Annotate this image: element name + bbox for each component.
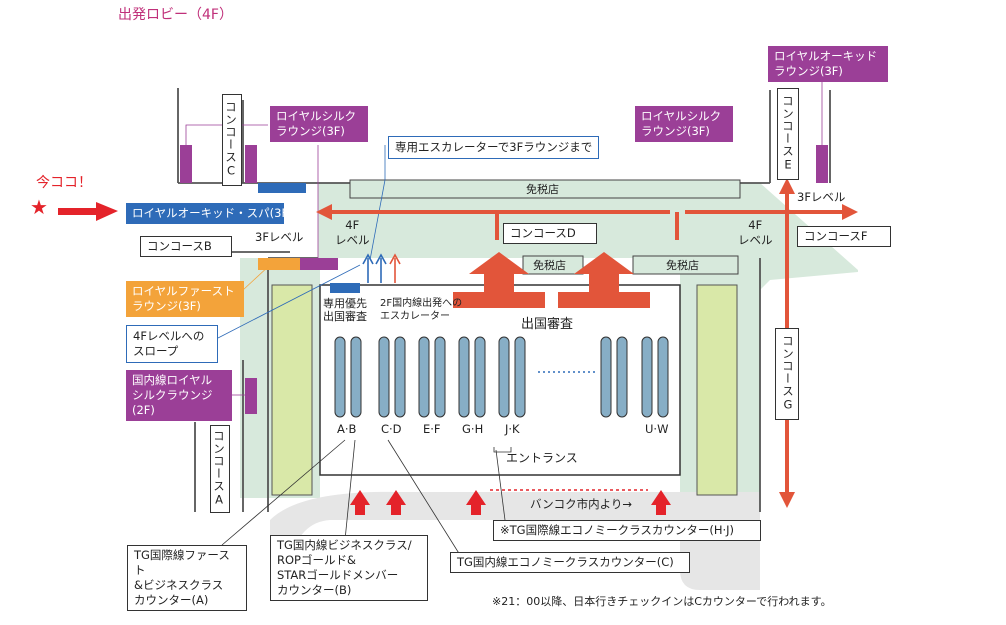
you-are-here-label: 今ココ！: [36, 175, 92, 191]
counter-economy-c: TG国内線エコノミークラスカウンター(C): [450, 552, 690, 573]
duty-free-main-label: 免税店: [526, 183, 559, 196]
counter-pill: [378, 336, 390, 418]
counter-pill: [394, 336, 406, 418]
counter-pill: [350, 336, 362, 418]
priority-marker: [330, 283, 360, 293]
level-4f-right: 4F レベル: [738, 218, 773, 247]
priority-immigration-label: 専用優先 出国審査: [323, 297, 367, 323]
island-right: [696, 284, 738, 496]
lounge-royal-first: ロイヤルファースト ラウンジ(3F): [126, 281, 244, 317]
star-icon: ★: [30, 195, 48, 219]
lounge-royal-silk-right: ロイヤルシルク ラウンジ(3F): [635, 106, 733, 142]
concourse-c-label: コンコースC: [222, 94, 242, 186]
counter-row-label: U·W: [645, 422, 669, 436]
concourse-g-label: コンコースG: [775, 328, 799, 420]
concourse-a-label: コンコースA: [210, 425, 230, 513]
escalator-note: 専用エスカレーターで3Fラウンジまで: [388, 136, 600, 159]
counter-pill: [434, 336, 446, 418]
counter-pill: [458, 336, 470, 418]
lounge-royal-orchid: ロイヤルオーキッド ラウンジ(3F): [768, 46, 888, 82]
lounge-marker-c2: [245, 145, 257, 183]
level-3f-right: 3Fレベル: [797, 190, 846, 204]
lounge-marker-e: [816, 145, 828, 183]
island-left: [271, 284, 313, 496]
counter-pill: [657, 336, 669, 418]
entrance-label: エントランス: [506, 451, 578, 465]
duty-free-box-b: [632, 255, 739, 275]
immigration-arrows: [453, 252, 650, 308]
duty-free-box-a: [522, 255, 584, 275]
concourse-e-label: コンコースE: [777, 88, 799, 180]
lounge-royal-silk-left: ロイヤルシルク ラウンジ(3F): [270, 106, 368, 142]
spa-marker: [258, 183, 306, 193]
footnote: ※21：00以降、日本行きチェックインはCカウンターで行われます。: [492, 595, 832, 608]
counter-pill: [474, 336, 486, 418]
from-bangkok-label: バンコク市内より→: [530, 497, 632, 511]
level-3f-left: 3Fレベル: [255, 230, 304, 244]
page-title: 出発ロビー（4F）: [118, 7, 233, 23]
you-are-here-arrow: [58, 202, 118, 221]
duty-free-b-label: 免税店: [666, 259, 699, 272]
first-marker: [258, 258, 300, 270]
lounge-marker-dom: [245, 378, 257, 414]
counter-pill: [616, 336, 628, 418]
lounge-royal-orchid-spa: ロイヤルオーキッド・スパ(3F): [126, 203, 293, 224]
concourse-d-label: コンコースD: [503, 223, 597, 244]
escalator-arrows: [362, 253, 401, 283]
counter-rows: [334, 336, 669, 418]
counter-pill: [641, 336, 653, 418]
counter-row-label: E·F: [423, 422, 441, 436]
counter-pill: [418, 336, 430, 418]
counter-row-label: A·B: [337, 422, 357, 436]
lounge-marker-c: [180, 145, 192, 183]
slope-note: 4Fレベルへの スロープ: [126, 325, 218, 363]
immigration-label: 出国審査: [521, 317, 574, 332]
counter-pill: [600, 336, 612, 418]
duty-free-strip: [349, 179, 741, 199]
level-4f-left: 4F レベル: [335, 218, 370, 247]
duty-free-a-label: 免税店: [533, 259, 566, 272]
entrance-arrows: [350, 490, 671, 515]
counter-row-label: G·H: [462, 422, 484, 436]
silk-marker: [300, 258, 338, 270]
domestic-escalator-label: 2F国内線出発への エスカレーター: [380, 298, 463, 322]
counter-row-label: C·D: [381, 422, 402, 436]
concourse-b-label: コンコースB: [140, 236, 232, 257]
counter-pill: [498, 336, 510, 418]
counter-leaders: [221, 439, 512, 556]
counter-pill: [514, 336, 526, 418]
concourse-f-label: コンコースF: [797, 226, 891, 247]
counter-economy-hj: ※TG国際線エコノミークラスカウンター(H·J): [493, 520, 761, 541]
counter-first-business: TG国際線ファースト &ビジネスクラス カウンター(A): [127, 545, 247, 611]
counter-pill: [334, 336, 346, 418]
counter-row-label: J·K: [505, 422, 520, 436]
road: [270, 491, 760, 600]
counter-domestic-business: TG国内線ビジネスクラス/ ROPゴールド& STARゴールドメンバー カウンタ…: [270, 535, 428, 601]
lounge-domestic-royal-silk: 国内線ロイヤル シルクラウンジ (2F): [126, 370, 232, 421]
